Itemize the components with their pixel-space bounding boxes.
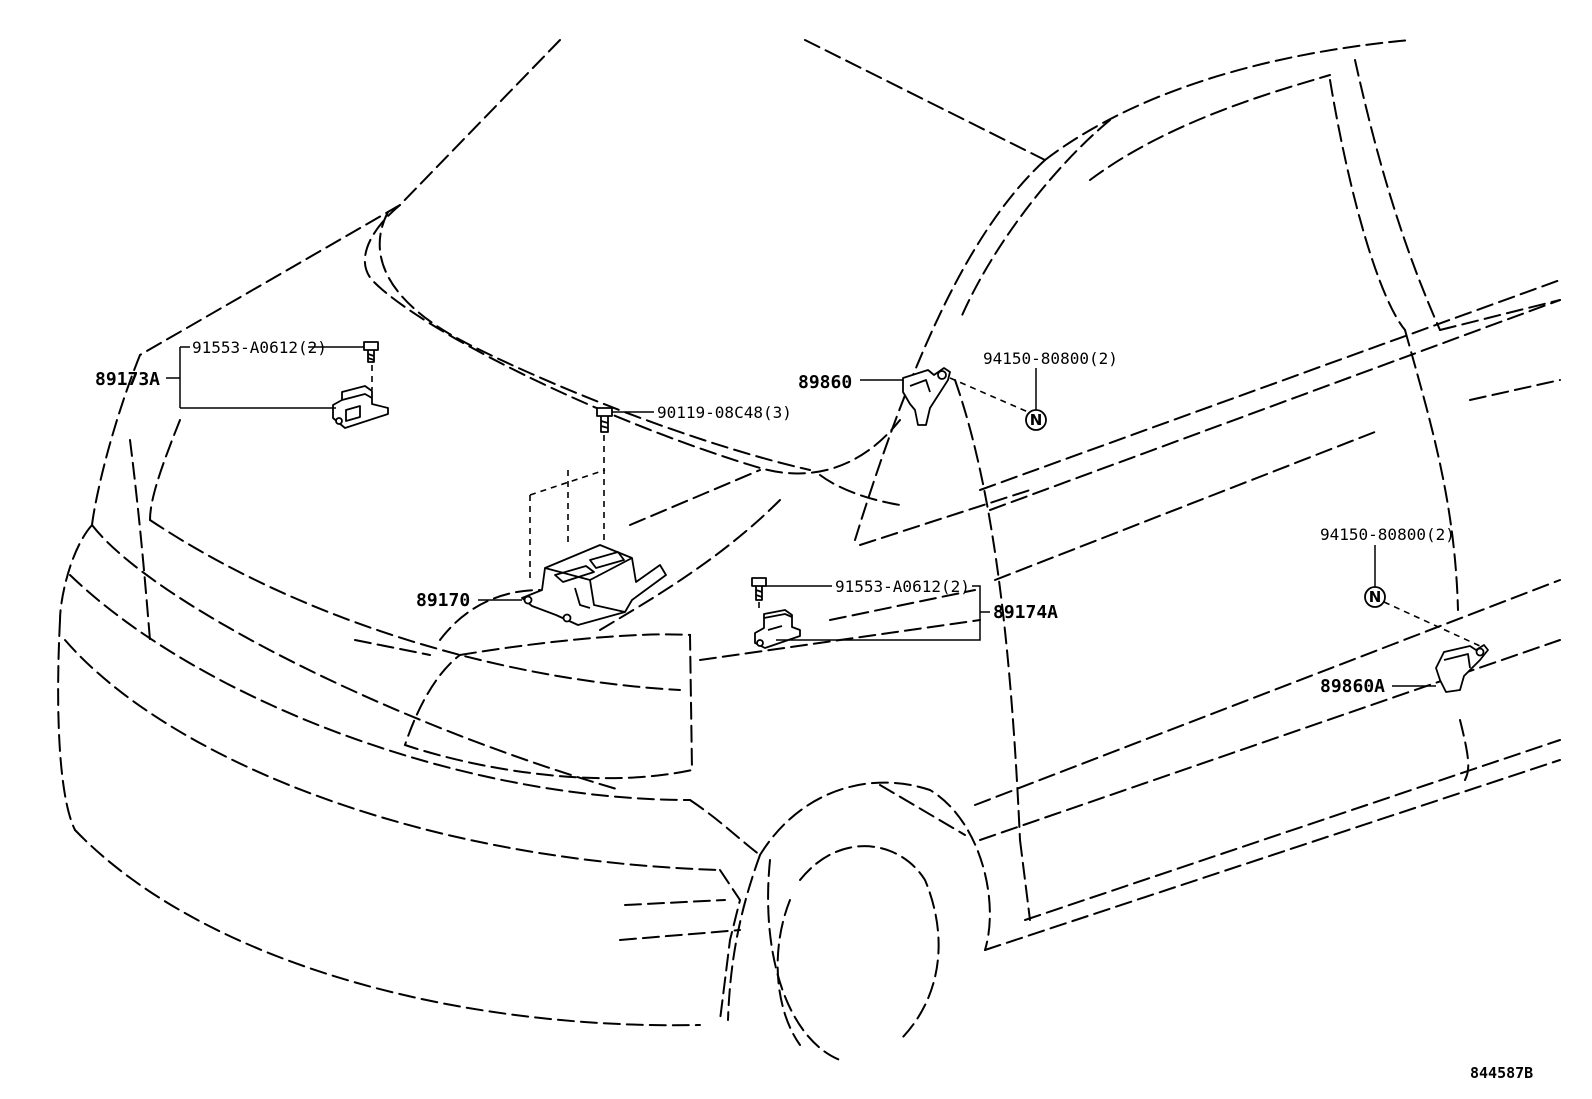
- nut-94150-top: N: [1025, 409, 1047, 431]
- label-89860a: 89860A: [1320, 676, 1385, 697]
- front-airbag-sensor-left: [332, 385, 389, 429]
- nut-guide-right: [1383, 601, 1481, 647]
- ecu-guides: [529, 469, 606, 580]
- bolt-90119: [596, 407, 613, 433]
- airbag-sensor-assembly: [521, 544, 667, 626]
- bolt-91553-right: [751, 577, 767, 601]
- vehicle-outline: [57, 39, 1561, 1061]
- nut-symbol-top: N: [1030, 411, 1043, 429]
- label-bolt-90119: 90119-08C48(3): [657, 403, 792, 422]
- nut-guide-top: [949, 377, 1029, 413]
- label-89174a: 89174A: [993, 602, 1058, 623]
- side-airbag-sensor-rear: [1435, 644, 1489, 693]
- front-airbag-sensor-right: [754, 609, 801, 649]
- label-nut-94150-top: 94150-80800(2): [983, 349, 1118, 368]
- side-airbag-sensor-front: [902, 367, 951, 426]
- label-89170: 89170: [416, 590, 470, 611]
- label-nut-94150-right: 94150-80800(2): [1320, 525, 1455, 544]
- label-89860: 89860: [798, 372, 852, 393]
- bolt-91553-left: [363, 341, 379, 363]
- label-bolt-91553-right: 91553-A0612(2): [835, 577, 970, 596]
- diagram-reference-code: 844587B: [1470, 1064, 1533, 1082]
- nut-94150-right: N: [1364, 586, 1386, 608]
- nut-symbol-right: N: [1369, 588, 1382, 606]
- label-89173a: 89173A: [95, 369, 160, 390]
- leader-lines: [166, 346, 1436, 687]
- label-bolt-91553-left: 91553-A0612(2): [192, 338, 327, 357]
